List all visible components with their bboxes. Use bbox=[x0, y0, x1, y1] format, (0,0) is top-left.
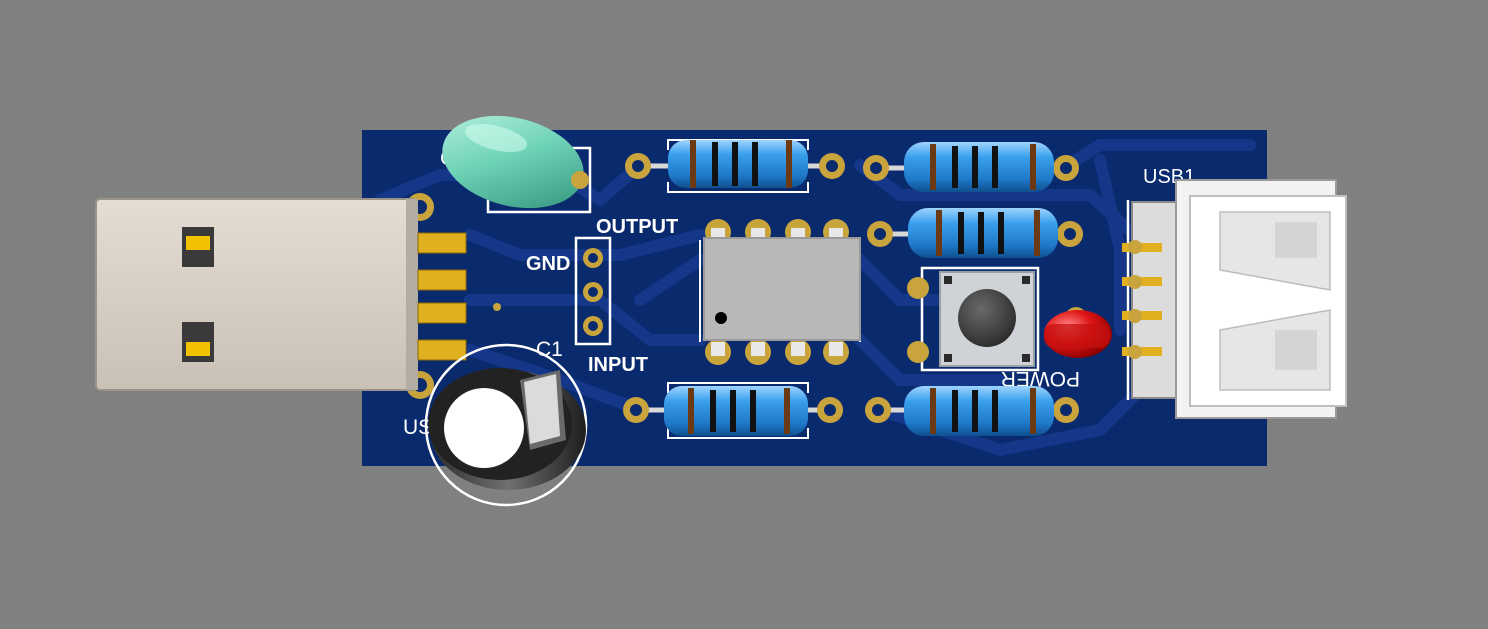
resistor-bottom-right bbox=[865, 386, 1079, 436]
resistor-middle-right bbox=[867, 208, 1083, 258]
silk-outline-button bbox=[920, 266, 1040, 372]
usb-a-plug bbox=[95, 198, 467, 391]
label-power: POWER bbox=[1001, 367, 1080, 390]
label-output: OUTPUT bbox=[596, 216, 678, 238]
electrolytic-capacitor-c1 bbox=[424, 343, 588, 507]
label-input: INPUT bbox=[588, 354, 648, 376]
resistor-top-right bbox=[863, 142, 1079, 192]
label-gnd: GND bbox=[526, 253, 570, 275]
led-red bbox=[1044, 307, 1112, 358]
silk-outline-res-bl bbox=[667, 382, 809, 439]
ceramic-capacitor bbox=[442, 115, 589, 209]
copper-traces bbox=[374, 139, 1256, 456]
usb-a-socket bbox=[1122, 179, 1347, 419]
header-pins bbox=[583, 248, 603, 336]
silk-outline-header bbox=[574, 236, 612, 346]
ic-dip8 bbox=[699, 219, 861, 365]
resistor-bottom-left bbox=[623, 386, 843, 436]
tactile-button bbox=[907, 271, 1035, 367]
resistor-top-left bbox=[625, 140, 845, 188]
